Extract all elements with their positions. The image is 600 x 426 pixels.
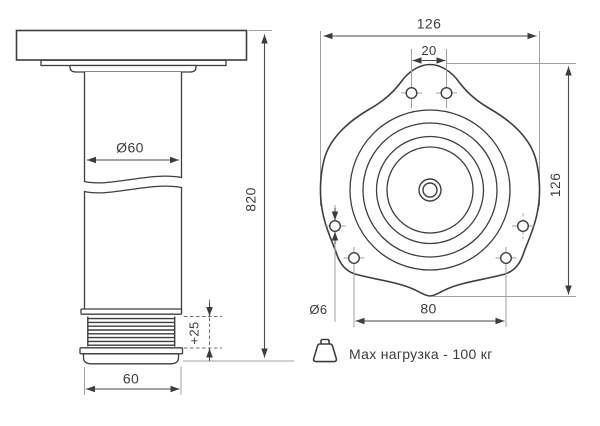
table-top-panel xyxy=(15,29,248,61)
mounting-plate-edge xyxy=(40,59,227,67)
plate-width-label: 126 xyxy=(417,16,442,32)
top-view: 126 20 126 80 Ø6 xyxy=(309,16,576,327)
plate-depth-label: 126 xyxy=(547,173,563,198)
dim-overall-height: 820 xyxy=(243,34,268,358)
overall-height-label: 820 xyxy=(243,187,259,212)
max-load-text: Мах нагрузка - 100 кг xyxy=(349,346,493,362)
dim-top-holes-spacing: 20 xyxy=(412,43,446,64)
dim-plate-width: 126 xyxy=(323,16,537,40)
dim-hole-diameter: Ø6 xyxy=(309,208,339,317)
dim-foot-width: 60 xyxy=(84,367,182,395)
screw-hole xyxy=(517,219,530,232)
foot-cap xyxy=(82,353,180,365)
center-hole xyxy=(418,178,442,202)
column-upper-segment xyxy=(83,72,183,184)
column-top-cap xyxy=(69,64,197,73)
column-lower-segment xyxy=(83,185,183,313)
screw-holes xyxy=(329,86,530,264)
column-diameter-label: Ø60 xyxy=(116,140,144,156)
hole-diameter-label: Ø6 xyxy=(309,302,327,317)
load-note: Мах нагрузка - 100 кг xyxy=(312,338,493,363)
screw-hole xyxy=(440,86,453,99)
weight-icon xyxy=(312,338,338,363)
screw-hole xyxy=(405,86,418,99)
top-holes-spacing-label: 20 xyxy=(421,43,436,58)
foot-bottom-flange xyxy=(79,347,184,355)
dim-adjustment: +25 xyxy=(184,299,222,361)
dim-plate-depth: 126 xyxy=(547,66,572,295)
screw-hole xyxy=(500,251,513,264)
dim-column-diameter: Ø60 xyxy=(87,140,179,164)
foot-thread xyxy=(87,316,176,347)
side-view: Ø60 xyxy=(15,29,294,395)
bottom-holes-spacing-label: 80 xyxy=(420,301,436,317)
foot-top-flange xyxy=(80,308,183,315)
screw-hole xyxy=(348,251,361,264)
adjustment-label: +25 xyxy=(187,321,202,344)
screw-hole xyxy=(329,219,342,232)
foot-width-label: 60 xyxy=(123,371,139,387)
dim-bottom-holes-spacing: 80 xyxy=(355,301,505,325)
adjustable-foot xyxy=(79,308,184,365)
